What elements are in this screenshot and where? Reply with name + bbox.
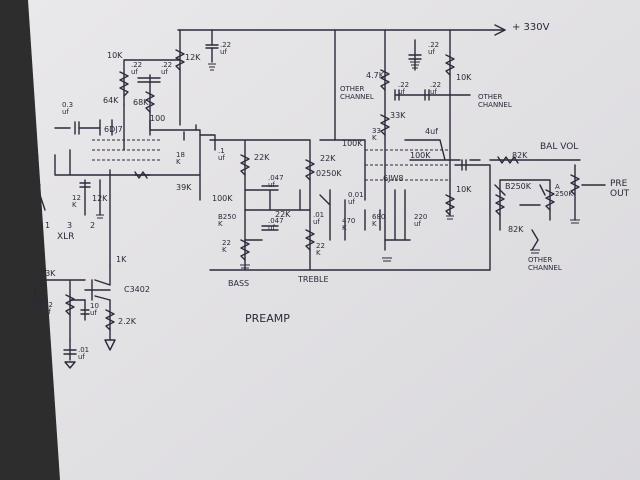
comp-r-39k-bottom: 39K bbox=[176, 183, 192, 192]
comp-r-18k: 18 K bbox=[176, 151, 185, 166]
comp-r-33: 33 K bbox=[372, 127, 381, 142]
xlr-pin-1: 1 bbox=[45, 221, 51, 230]
comp-r-22k-a: 22K bbox=[254, 153, 270, 162]
comp-r-12k-xlr2: 12K bbox=[92, 194, 108, 203]
comp-r-33k-q: 33K bbox=[40, 269, 56, 278]
comp-c-22uf-top: .22 uf bbox=[220, 41, 232, 56]
comp-c-22uf-e: .22 uf bbox=[428, 41, 440, 56]
comp-c-22uf-b: .22 uf bbox=[161, 61, 173, 76]
comp-r-10k-v2: 10K bbox=[456, 73, 472, 82]
xlr-pin-2: 2 bbox=[90, 221, 96, 230]
comp-r-22k-c: 22 K bbox=[222, 239, 231, 254]
comp-r-64k: 64K bbox=[103, 96, 119, 105]
comp-r-10k-v2b: 10K bbox=[456, 185, 472, 194]
comp-r-82k-b: 82K bbox=[508, 225, 524, 234]
comp-r-12k-xlr: 12 K bbox=[72, 194, 81, 209]
comp-c-22uf-c: .22 uf bbox=[398, 81, 410, 96]
comp-r-82k: 82K bbox=[512, 151, 528, 160]
comp-r-100k-v2: 100K bbox=[342, 139, 363, 148]
v2-stage bbox=[334, 29, 491, 271]
transistor-stage bbox=[34, 264, 116, 369]
comp-c-22uf-d: .22 uf bbox=[430, 81, 442, 96]
comp-r-470: 470 K bbox=[342, 217, 356, 232]
comp-r-10k-top: 10K bbox=[107, 51, 123, 60]
comp-r-12k-top: 12K bbox=[185, 53, 201, 62]
comp-c-047-b: .047 uf bbox=[268, 217, 284, 232]
comp-r-680: 680 K bbox=[372, 213, 386, 228]
comp-r-33k: 33K bbox=[390, 111, 406, 120]
comp-c-1uf: .1 uf bbox=[218, 147, 225, 162]
bass-label: BASS bbox=[228, 279, 250, 288]
comp-r-b250k: B250K bbox=[505, 182, 532, 191]
comp-c-22uf-q: 22 uf bbox=[44, 301, 53, 316]
v1-stage bbox=[29, 29, 219, 266]
comp-r-b250: B250 K bbox=[218, 213, 237, 228]
other-channel-label-b: OTHER CHANNEL bbox=[478, 93, 512, 109]
xlr-label: XLR bbox=[57, 232, 75, 242]
comp-r-22k-d: 22K bbox=[320, 154, 336, 163]
transistor-label: C3402 bbox=[124, 285, 150, 294]
xlr-pin-3: 3 bbox=[67, 221, 73, 230]
comp-r-100k-b: 100K bbox=[410, 151, 431, 160]
paper bbox=[28, 0, 640, 480]
comp-c-22uf-a: .22 uf bbox=[131, 61, 143, 76]
comp-c-220: 220 uf bbox=[414, 213, 428, 228]
comp-r-22k-e: 22 K bbox=[316, 242, 325, 257]
comp-r-22k-q: 2.2K bbox=[118, 317, 136, 326]
title-label: PREAMP bbox=[245, 312, 290, 325]
comp-c-01uf-q: .01 uf bbox=[78, 346, 90, 361]
comp-r-a250k: A 250K bbox=[555, 183, 573, 198]
balance-volume bbox=[469, 156, 606, 251]
pre-out-label: PRE OUT bbox=[610, 179, 630, 199]
other-channel-label-a: OTHER CHANNEL bbox=[340, 85, 374, 101]
supply-label: + 330V bbox=[512, 22, 550, 33]
bal-vol-label: BAL VOL bbox=[540, 142, 579, 152]
comp-r-100: 100 bbox=[150, 114, 166, 123]
comp-r-100k-mid: 100K bbox=[212, 194, 233, 203]
comp-c-001: 0.01 uf bbox=[348, 191, 364, 206]
comp-r-47k: 4.7K bbox=[366, 71, 384, 80]
comp-c-03uf: 0.3 uf bbox=[62, 101, 74, 116]
tube-v1-label: 6DJ7 bbox=[104, 125, 123, 134]
comp-c-4uf: 4uf bbox=[425, 127, 438, 136]
comp-r-22k-b: 22K bbox=[275, 210, 291, 219]
comp-c-047-a: .047 uf bbox=[268, 174, 284, 189]
tone-stack bbox=[209, 139, 491, 271]
comp-c-01uf: .01 uf bbox=[313, 211, 325, 226]
ground-symbols bbox=[30, 61, 580, 269]
tube-v2-label: 6JW8 bbox=[383, 174, 404, 183]
treble-label: TREBLE bbox=[298, 275, 329, 284]
comp-r-1k: 1K bbox=[116, 255, 127, 264]
comp-r-39k-left: 39 K bbox=[30, 153, 39, 168]
comp-r-0250k: 0250K bbox=[316, 169, 342, 178]
comp-r-68k: 68K bbox=[133, 98, 149, 107]
other-channel-label-c: OTHER CHANNEL bbox=[528, 256, 562, 272]
comp-c-10uf: 10 uf bbox=[90, 302, 99, 317]
